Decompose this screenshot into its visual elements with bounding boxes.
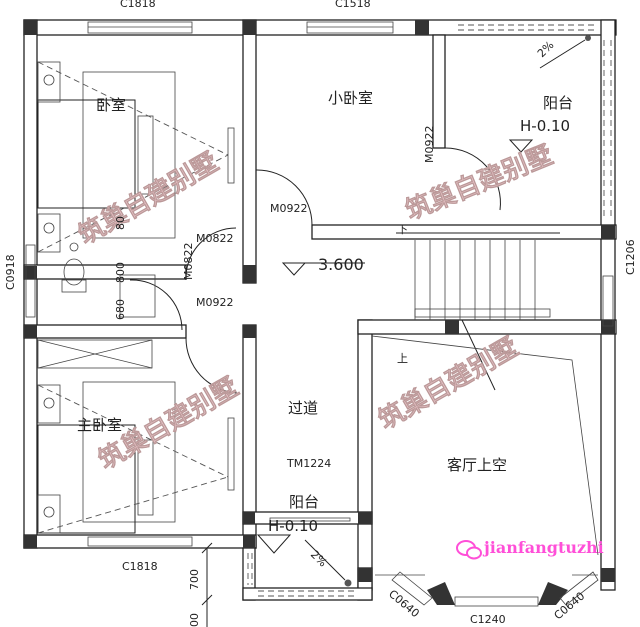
- slope-label-bottom: 2%: [308, 548, 330, 570]
- balcony-top-level: H-0.10: [520, 117, 570, 135]
- stair-up-label: 上: [397, 352, 408, 365]
- wechat-handle: jianfangtuzhi: [456, 538, 604, 560]
- columns: [24, 20, 615, 605]
- door-label-bath: M0822: [196, 232, 234, 245]
- dim-bath-c: 80: [114, 216, 127, 230]
- window-label-left-bath: C0918: [4, 254, 17, 290]
- stair-break-line: [461, 319, 496, 391]
- window-label-bottom-master: C1818: [122, 560, 158, 573]
- room-label-living-void: 客厅上空: [447, 456, 507, 474]
- furniture: [37, 61, 235, 534]
- room-label-master-bedroom: 主卧室: [77, 416, 122, 434]
- window-label-bay-center: C1240: [470, 613, 506, 626]
- void-outline: [371, 335, 599, 556]
- level-marker-icon: [256, 534, 292, 554]
- door-label-small-bedroom: M0922: [423, 126, 436, 164]
- watermark: 筑巢自建别墅 筑巢自建别墅 筑巢自建别墅 筑巢自建别墅: [73, 139, 558, 476]
- staircase[interactable]: [414, 240, 536, 320]
- window-label-top-left: C1818: [120, 0, 156, 10]
- windows: [25, 21, 614, 607]
- floor-level: 3.600: [318, 255, 364, 274]
- room-label-balcony-bottom: 阳台: [289, 493, 319, 511]
- room-label-balcony-top: 阳台: [543, 94, 573, 112]
- level-marker-icon: [508, 139, 534, 153]
- balcony-bottom-level: H-0.10: [268, 517, 318, 535]
- door-label-master: M0922: [196, 296, 234, 309]
- stair-down-label: 下: [397, 223, 408, 236]
- level-marker-icon: [281, 262, 307, 276]
- wechat-handle-text: jianfangtuzhi: [482, 538, 604, 557]
- door-label-balcony-bottom: TM1224: [286, 457, 331, 470]
- dim-bath-b: 680: [114, 299, 127, 320]
- doors: [129, 147, 501, 522]
- door-label-bath-side: M0822: [182, 243, 195, 281]
- watermark-text: 筑巢自建别墅: [373, 331, 524, 436]
- room-label-bedroom: 卧室: [96, 96, 126, 114]
- room-label-corridor: 过道: [288, 399, 318, 417]
- window-label-top-mid: C1518: [335, 0, 371, 10]
- floor-drain-icon: [585, 35, 591, 41]
- room-label-small-bedroom: 小卧室: [328, 89, 373, 107]
- floor-drain-icon: [344, 579, 352, 587]
- dim-balcony-depth: 700: [188, 569, 201, 590]
- dim-partial: 00: [188, 613, 201, 627]
- slope-label-top: 2%: [535, 39, 557, 61]
- window-label-right-stair: C1206: [624, 239, 637, 275]
- slope-arrow-icon: [539, 39, 586, 69]
- slope-arrow-icon: [304, 539, 346, 581]
- door-label-bedroom: M0922: [270, 202, 308, 215]
- dim-bath-a: 800: [114, 262, 127, 283]
- window-label-bay-left: C0640: [386, 587, 422, 620]
